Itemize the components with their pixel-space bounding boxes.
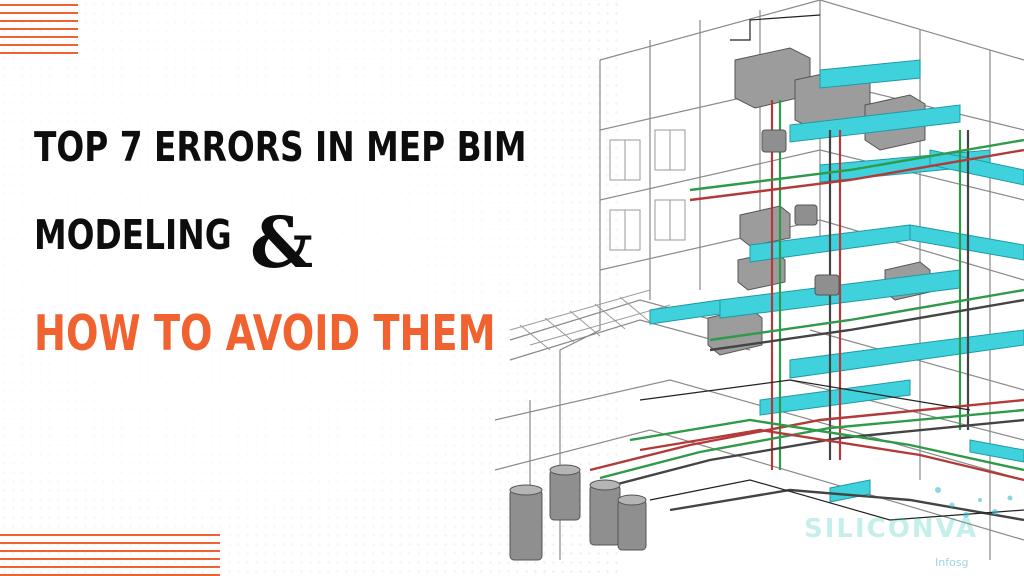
- decor-stripes-bottom: [0, 534, 220, 576]
- brand-watermark: SILICONVA: [804, 514, 979, 544]
- headline-line-3: HOW TO AVOID THEM: [34, 305, 496, 362]
- mep-isometric-illustration: [494, 0, 1024, 561]
- headline-ampersand: &: [250, 201, 314, 284]
- brand-watermark-sub: Infosg: [935, 556, 969, 569]
- decor-stripes-top: [0, 4, 78, 60]
- headline-line-1: TOP 7 ERRORS IN MEP BIM: [34, 123, 527, 171]
- background-fade: [0, 0, 620, 576]
- headline-line-2: MODELING: [34, 211, 232, 259]
